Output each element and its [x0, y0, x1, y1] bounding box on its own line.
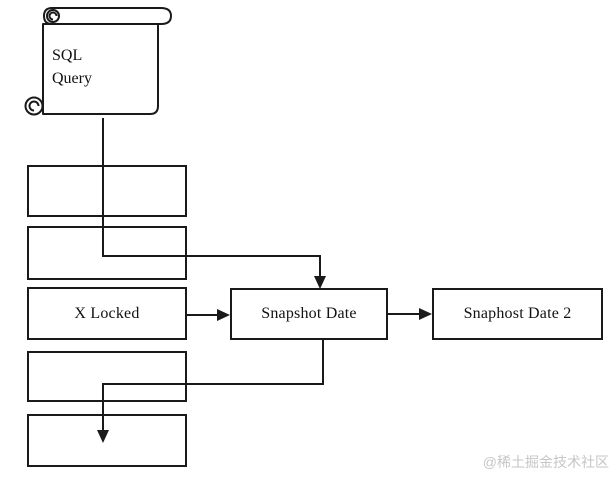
- empty-box-4: [27, 351, 187, 402]
- empty-box-5: [27, 414, 187, 467]
- snapshot-date-box: Snapshot Date: [230, 288, 388, 340]
- x-locked-box: X Locked: [27, 287, 187, 340]
- connector-scroll-to-snapshot: [102, 118, 321, 277]
- scroll-bottom-curl-spiral: [28, 100, 40, 112]
- sql-query-scroll-shape: [24, 7, 172, 116]
- arrowhead-right-into-snaphost2: [419, 308, 432, 320]
- snaphost-date-2-box: Snaphost Date 2: [432, 288, 603, 340]
- scroll-label-line2: Query: [52, 70, 92, 87]
- scroll-bottom-curl: [24, 96, 44, 116]
- empty-box-1: [27, 165, 187, 217]
- scroll-label-line1: SQL: [52, 47, 83, 64]
- watermark-text: @稀土掘金技术社区: [482, 454, 609, 470]
- scroll-top-roll: [43, 7, 172, 25]
- arrowhead-down-into-snapshot: [314, 276, 326, 289]
- scroll-top-curl-spiral: [48, 11, 58, 21]
- empty-box-2: [27, 226, 187, 280]
- sql-query-scroll-label: SQL Query: [52, 44, 92, 90]
- arrowhead-right-into-snapshot: [217, 309, 230, 321]
- connector-snapshot-to-bottom-box: [102, 340, 324, 431]
- scroll-body: [42, 23, 159, 115]
- arrowhead-down-into-bottom-box: [97, 430, 109, 443]
